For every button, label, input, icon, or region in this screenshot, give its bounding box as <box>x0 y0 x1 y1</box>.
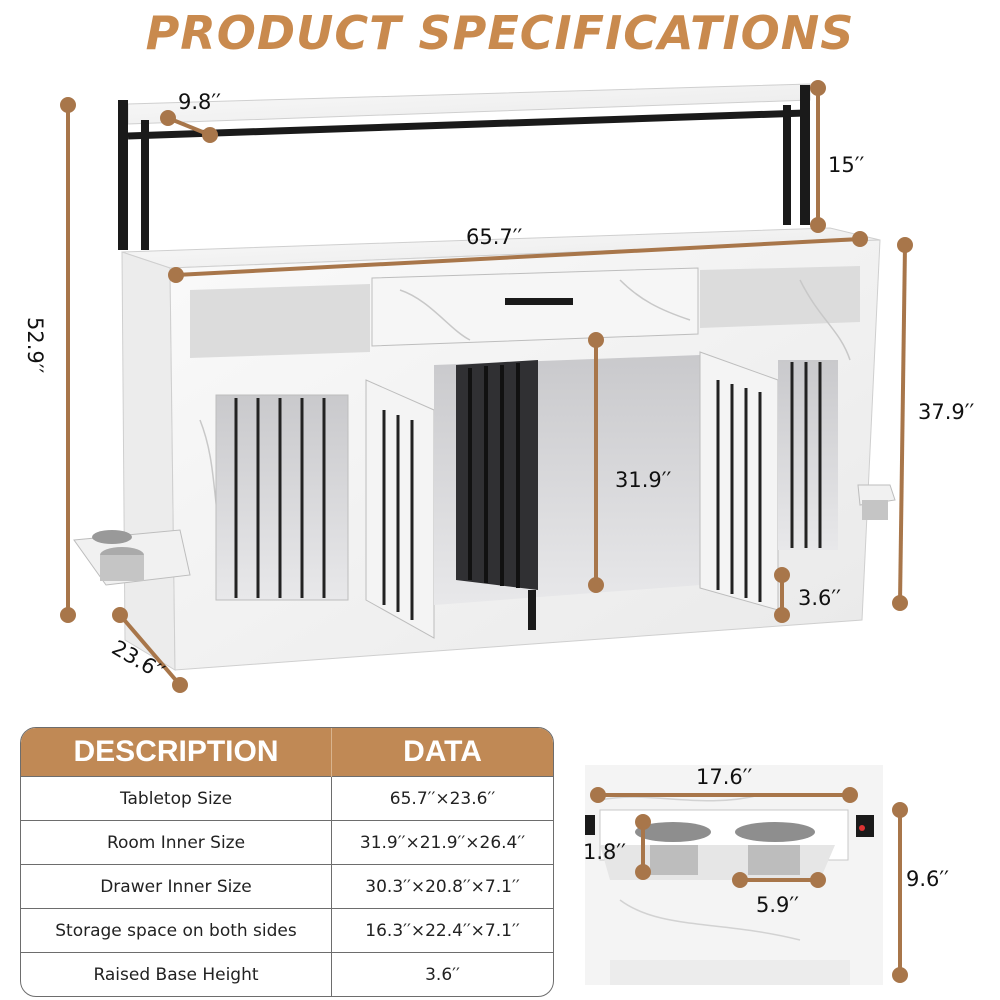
center-crate-room <box>434 355 700 630</box>
row-label: Raised Base Height <box>21 952 332 996</box>
shelf-height-label: 15′′ <box>828 153 865 177</box>
row-label: Tabletop Size <box>21 776 332 821</box>
row-value: 3.6′′ <box>331 952 553 996</box>
table-width-label: 65.7′′ <box>466 225 523 249</box>
spec-table-header: DESCRIPTION DATA <box>21 728 553 777</box>
inset-dimension-lines <box>590 787 908 983</box>
row-label: Drawer Inner Size <box>21 864 332 909</box>
row-label: Room Inner Size <box>21 820 332 865</box>
header-data: DATA <box>331 728 553 777</box>
left-crate-door <box>215 379 435 639</box>
top-shelf <box>118 83 811 250</box>
right-crate-door <box>699 351 838 611</box>
table-row: Storage space on both sides 16.3′′×22.4′… <box>21 908 553 953</box>
cabinet-height-label: 37.9′′ <box>918 400 975 424</box>
top-shelf-depth-label: 9.8′′ <box>178 90 221 114</box>
page-title: PRODUCT SPECIFICATIONS <box>145 6 855 60</box>
table-row: Tabletop Size 65.7′′×23.6′′ <box>21 776 553 821</box>
table-row: Raised Base Height 3.6′′ <box>21 952 553 996</box>
base-height-label: 3.6′′ <box>798 586 841 610</box>
table-row: Drawer Inner Size 30.3′′×20.8′′×7.1′′ <box>21 864 553 909</box>
room-height-label: 31.9′′ <box>615 468 672 492</box>
total-height-label: 52.9′′ <box>23 317 47 374</box>
bowl-width-label: 17.6′′ <box>696 765 753 789</box>
row-label: Storage space on both sides <box>21 908 332 953</box>
dimension-lines <box>60 80 913 693</box>
row-value: 65.7′′×23.6′′ <box>331 776 553 821</box>
right-bowl-holder <box>857 484 896 520</box>
row-value: 30.3′′×20.8′′×7.1′′ <box>331 864 553 909</box>
bowl-diameter-label: 5.9′′ <box>756 893 799 917</box>
header-description: DESCRIPTION <box>21 728 332 777</box>
row-value: 16.3′′×22.4′′×7.1′′ <box>331 908 553 953</box>
table-row: Room Inner Size 31.9′′×21.9′′×26.4′′ <box>21 820 553 865</box>
row-value: 31.9′′×21.9′′×26.4′′ <box>331 820 553 865</box>
spec-table: DESCRIPTION DATA Tabletop Size 65.7′′×23… <box>20 727 554 997</box>
left-bowl-holder <box>73 529 191 586</box>
bowl-height-label: 9.6′′ <box>906 867 949 891</box>
bowl-depth-label: 1.8′′ <box>583 840 626 864</box>
